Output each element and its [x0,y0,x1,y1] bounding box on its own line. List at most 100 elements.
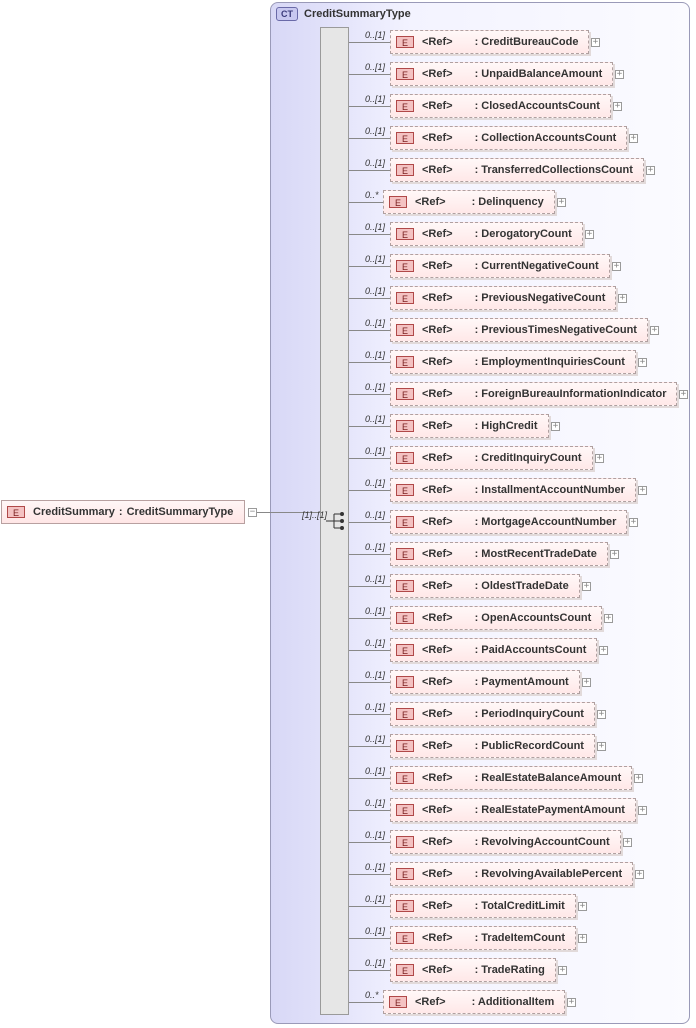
element-box[interactable]: E<Ref>: TradeItemCount [390,926,577,950]
element-box[interactable]: E<Ref>: MortgageAccountNumber [390,510,628,534]
element-badge: E [396,932,414,944]
element-box[interactable]: E<Ref>: CurrentNegativeCount [390,254,610,278]
expand-icon[interactable]: + [629,133,638,143]
element-cardinality: 0..[1] [365,670,386,680]
expand-icon[interactable]: + [623,837,632,847]
element-box[interactable]: E<Ref>: TotalCreditLimit [390,894,576,918]
element-box[interactable]: E<Ref>: PaidAccountsCount [390,638,598,662]
element-badge: E [396,676,414,688]
element-ref: <Ref> [422,612,453,624]
element-box[interactable]: E<Ref>: ForeignBureauInformationIndicato… [390,382,678,406]
expand-icon[interactable]: + [597,709,606,719]
element-connector [349,362,390,363]
element-name: : TransferredCollectionsCount [474,164,633,176]
element-box[interactable]: E<Ref>: PublicRecordCount [390,734,595,758]
element-ref: <Ref> [422,644,453,656]
expand-icon[interactable]: + [557,197,566,207]
element-box[interactable]: E<Ref>: ClosedAccountsCount [390,94,611,118]
expand-icon[interactable]: + [582,677,591,687]
element-ref: <Ref> [422,132,453,144]
element-box[interactable]: E<Ref>: PreviousTimesNegativeCount [390,318,648,342]
element-box[interactable]: E <Ref> : CollectionAccountsCount [390,126,628,150]
element-box[interactable]: E<Ref>: PaymentAmount [390,670,580,694]
expand-icon[interactable]: + [585,229,594,239]
expand-icon[interactable]: + [567,997,576,1007]
expand-icon[interactable]: + [582,581,591,591]
element-row: 0..[1]E<Ref>: PreviousTimesNegativeCount… [0,315,696,342]
root-connector [257,512,320,513]
expand-icon[interactable]: + [578,901,587,911]
expand-icon[interactable]: + [638,357,647,367]
element-box[interactable]: E<Ref>: InstallmentAccountNumber [390,478,636,502]
element-connector [349,714,390,715]
element-box[interactable]: E<Ref>: HighCredit [390,414,549,438]
expand-icon[interactable]: + [558,965,567,975]
element-row: 0..[1]E<Ref>: CurrentNegativeCount+ [0,251,696,278]
element-box[interactable]: E<Ref>: DerogatoryCount [390,222,583,246]
element-cardinality: 0..[1] [365,222,386,232]
expand-icon[interactable]: + [646,165,655,175]
expand-icon[interactable]: + [618,293,627,303]
element-name: : EmploymentInquiriesCount [474,356,625,368]
element-badge: E [396,132,414,144]
element-row: 0..[1]E<Ref>: PaidAccountsCount+ [0,635,696,662]
expand-icon[interactable]: + [613,101,622,111]
expand-icon[interactable]: + [599,645,608,655]
element-name: : InstallmentAccountNumber [474,484,625,496]
expand-icon[interactable]: + [604,613,613,623]
expand-icon[interactable]: + [610,549,619,559]
expand-icon[interactable]: + [591,37,600,47]
collapse-icon[interactable]: − [248,507,257,517]
expand-icon[interactable]: + [551,421,560,431]
expand-icon[interactable]: + [578,933,587,943]
element-box[interactable]: E<Ref>: CreditBureauCode [390,30,590,54]
element-box[interactable]: E<Ref>: MostRecentTradeDate [390,542,608,566]
element-row: 0..[1]E<Ref>: ForeignBureauInformationIn… [0,379,696,406]
element-box[interactable]: E<Ref>: AdditionalItem [383,990,566,1014]
element-box[interactable]: E<Ref>: RevolvingAvailablePercent [390,862,634,886]
element-ref: <Ref> [422,388,453,400]
element-name: : CurrentNegativeCount [474,260,599,272]
expand-icon[interactable]: + [634,773,643,783]
element-badge: E [396,580,414,592]
element-box[interactable]: E<Ref>: CreditInquiryCount [390,446,593,470]
expand-icon[interactable]: + [635,869,644,879]
element-connector [349,266,390,267]
expand-icon[interactable]: + [612,261,621,271]
element-box[interactable]: E<Ref>: EmploymentInquiriesCount [390,350,636,374]
element-row: 0..[1]E<Ref>: PeriodInquiryCount+ [0,699,696,726]
root-element[interactable]: E CreditSummary : CreditSummaryType [1,500,245,524]
element-badge: E [396,260,414,272]
element-badge: E [396,516,414,528]
element-box[interactable]: E<Ref>: PeriodInquiryCount [390,702,595,726]
element-ref: <Ref> [422,324,453,336]
expand-icon[interactable]: + [679,389,688,399]
expand-icon[interactable]: + [595,453,604,463]
element-cardinality: 0..* [365,190,379,200]
element-box[interactable]: E<Ref>: OldestTradeDate [390,574,580,598]
element-box[interactable]: E<Ref>: UnpaidBalanceAmount [390,62,614,86]
element-box[interactable]: E<Ref>: RevolvingAccountCount [390,830,621,854]
element-badge: E [389,996,407,1008]
element-box[interactable]: E<Ref>: TransferredCollectionsCount [390,158,644,182]
element-box[interactable]: E<Ref>: RealEstatePaymentAmount [390,798,636,822]
element-badge: E [396,772,414,784]
element-box[interactable]: E<Ref>: RealEstateBalanceAmount [390,766,633,790]
element-connector [349,874,390,875]
expand-icon[interactable]: + [615,69,624,79]
element-badge: E [396,292,414,304]
element-name: : CollectionAccountsCount [474,132,617,144]
expand-icon[interactable]: + [597,741,606,751]
element-box[interactable]: E<Ref>: Delinquency [383,190,555,214]
expand-icon[interactable]: + [650,325,659,335]
element-row: 0..[1]E<Ref>: MostRecentTradeDate+ [0,539,696,566]
expand-icon[interactable]: + [629,517,638,527]
element-box[interactable]: E<Ref>: PreviousNegativeCount [390,286,617,310]
element-cardinality: 0..[1] [365,94,386,104]
element-cardinality: 0..[1] [365,126,386,136]
element-box[interactable]: E<Ref>: TradeRating [390,958,556,982]
sequence-icon[interactable] [326,512,346,530]
element-box[interactable]: E<Ref>: OpenAccountsCount [390,606,603,630]
expand-icon[interactable]: + [638,485,647,495]
expand-icon[interactable]: + [638,805,647,815]
